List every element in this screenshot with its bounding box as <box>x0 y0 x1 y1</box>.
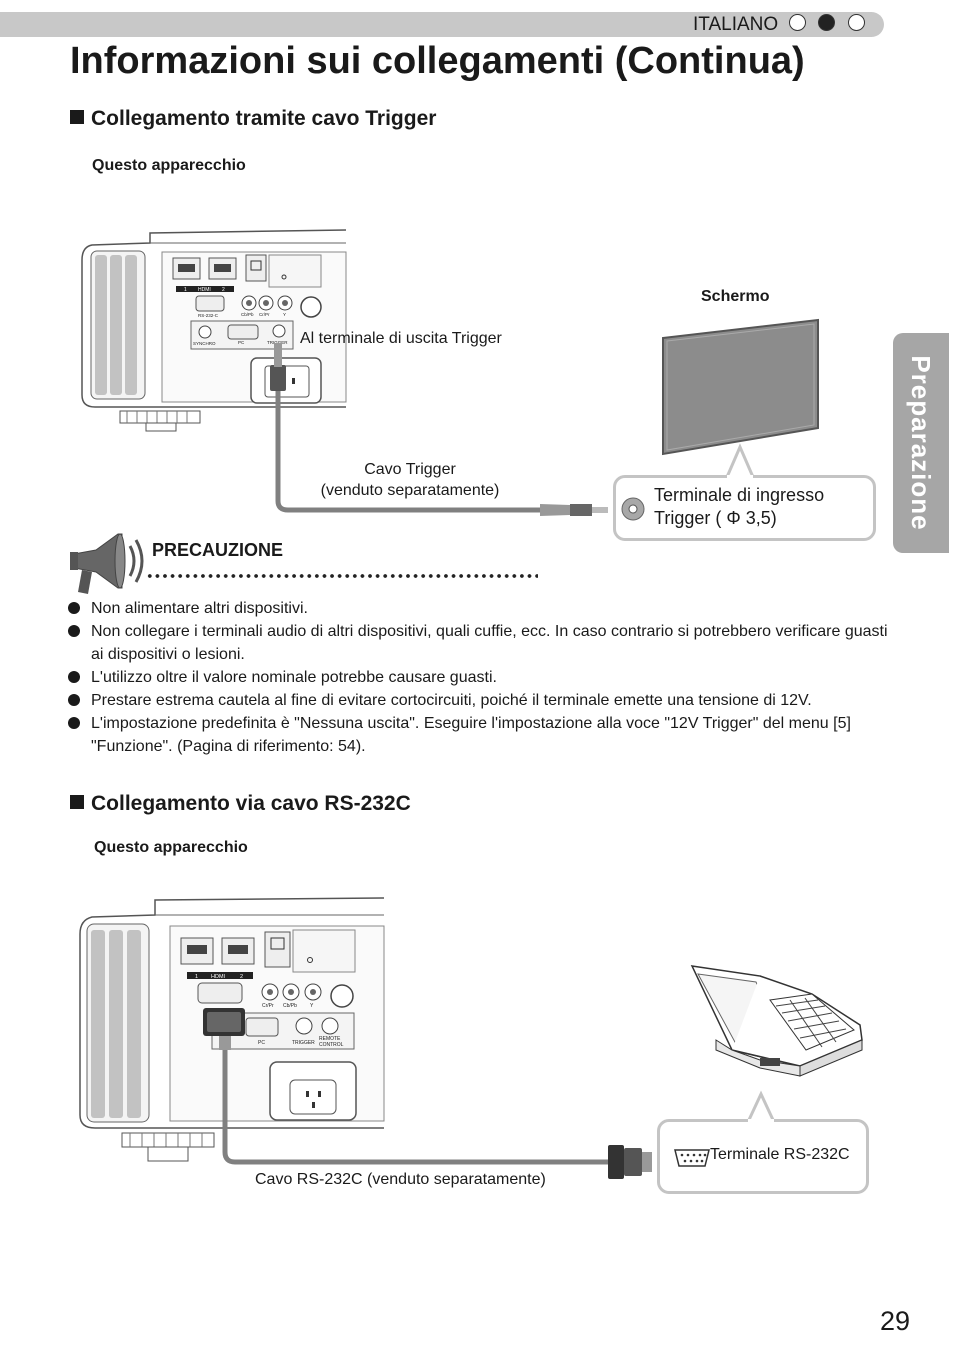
language-dot-3 <box>848 14 865 31</box>
megaphone-icon <box>70 533 144 594</box>
trigger-panel-hdmi: HDMI <box>198 287 211 293</box>
bullet-icon <box>68 602 80 614</box>
trigger-connection-diagram: 1 HDMI 2 RS-232-C Cb/Pb Cr/Pr Y SYNCHRO … <box>81 229 819 516</box>
trigger-panel-rs232c: RS-232-C <box>198 313 219 318</box>
trigger-cable-label-2: (venduto separatamente) <box>320 482 500 499</box>
language-dot-1 <box>789 14 806 31</box>
trigger-input-callout <box>613 475 876 541</box>
trigger-output-label: Al terminale di uscita Trigger <box>300 330 502 347</box>
rs232-panel-pc: PC <box>258 1040 265 1046</box>
rs232-terminal-label: Terminale RS-232C <box>710 1146 850 1163</box>
projection-screen-illustration <box>662 318 819 456</box>
language-dot-2-active <box>818 14 835 31</box>
trigger-panel-cr: Cr/Pr <box>259 312 270 317</box>
trigger-panel-trigger: TRIGGER <box>267 340 288 345</box>
bullet-icon <box>68 625 80 637</box>
bullet-icon <box>68 717 80 729</box>
trigger-panel-y: Y <box>283 312 286 317</box>
square-bullet-icon <box>70 795 84 809</box>
caution-text: L'utilizzo oltre il valore nominale potr… <box>91 669 497 686</box>
list-item: L'impostazione predefinita è "Nessuna us… <box>68 712 888 758</box>
rs232-device-label: Questo apparecchio <box>94 839 248 856</box>
trigger-panel-synchro: SYNCHRO <box>193 341 216 346</box>
callout-pointer-gap <box>748 1119 774 1123</box>
trigger-panel-cb: Cb/Pb <box>241 312 254 317</box>
trigger-input-label-2: Trigger ( Φ 3,5) <box>654 508 777 528</box>
bullet-icon <box>68 694 80 706</box>
trigger-cable-label-1: Cavo Trigger <box>364 461 456 478</box>
caution-text: Non alimentare altri dispositivi. <box>91 600 308 617</box>
rs232-panel-remote-1: REMOTE <box>319 1036 341 1042</box>
side-tab: Preparazione <box>893 333 949 553</box>
rs232-panel-y: Y <box>310 1003 314 1009</box>
list-item: L'utilizzo oltre il valore nominale potr… <box>68 666 888 689</box>
page-number: 29 <box>880 1306 911 1336</box>
list-item: Non collegare i terminali audio di altri… <box>68 620 888 666</box>
trigger-jack-icon <box>621 497 645 521</box>
trigger-cable <box>270 343 608 516</box>
caution-text: Prestare estrema cautela al fine di evit… <box>91 692 812 709</box>
rs232-connection-diagram: 1 HDMI 2 Cr/Pr Cb/Pb Y PC TRIGGER REMOTE… <box>79 897 863 1179</box>
section-rs232-heading: Collegamento via cavo RS-232C <box>70 792 411 816</box>
list-item: Prestare estrema cautela al fine di evit… <box>68 689 888 712</box>
rs232-cable <box>203 1008 652 1179</box>
rs232-panel-trigger: TRIGGER <box>292 1040 315 1046</box>
trigger-panel-pc: PC <box>238 340 245 345</box>
rs232-panel-cb: Cb/Pb <box>283 1003 297 1009</box>
section-trigger-title: Collegamento tramite cavo Trigger <box>91 107 437 130</box>
rs232-port-icon <box>674 1149 710 1167</box>
caution-title: PRECAUZIONE <box>152 540 284 560</box>
square-bullet-icon <box>70 110 84 124</box>
rs232-panel-hdmi-2: 2 <box>240 974 243 980</box>
list-item: Non alimentare altri dispositivi. <box>68 597 888 620</box>
rs232-cable-label: Cavo RS-232C (venduto separatamente) <box>255 1171 546 1188</box>
section-rs232-title: Collegamento via cavo RS-232C <box>91 792 411 815</box>
trigger-panel-hdmi-1: 1 <box>184 287 187 293</box>
trigger-panel-hdmi-2: 2 <box>222 287 225 293</box>
bullet-icon <box>68 671 80 683</box>
caution-text: L'impostazione predefinita è "Nessuna us… <box>91 715 851 755</box>
page-title: Informazioni sui collegamenti (Continua) <box>70 40 805 82</box>
callout-pointer-gap <box>727 475 753 479</box>
caution-list: Non alimentare altri dispositivi. Non co… <box>68 597 888 758</box>
language-label: ITALIANO <box>693 14 779 35</box>
rs232-panel-cr: Cr/Pr <box>262 1003 274 1009</box>
screen-label: Schermo <box>701 288 770 305</box>
rs232-panel-hdmi-1: 1 <box>195 974 198 980</box>
rs232-panel-remote-2: CONTROL <box>319 1042 344 1048</box>
side-tab-label: Preparazione <box>906 355 936 531</box>
caution-dotted-divider <box>146 570 538 582</box>
caution-text: Non collegare i terminali audio di altri… <box>91 623 888 663</box>
section-trigger-heading: Collegamento tramite cavo Trigger <box>70 107 436 131</box>
rs232-panel-hdmi: HDMI <box>211 974 226 980</box>
laptop-illustration <box>690 965 863 1077</box>
trigger-input-label-1: Terminale di ingresso <box>654 485 825 505</box>
trigger-device-label: Questo apparecchio <box>92 157 246 174</box>
header-bar <box>0 12 884 37</box>
